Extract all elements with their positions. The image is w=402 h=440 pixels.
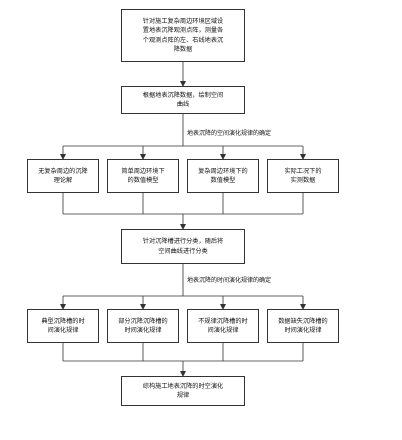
branch-complex-numerical-model: 复杂周边环境下的 数值模型 <box>187 159 259 193</box>
step-collect-data: 针对施工复杂周边环境区域设 置地表沉降观测点阵，测量各 个观测点阵的左、右线地表… <box>121 9 245 62</box>
step-draw-spatial-curve: 根据地表沉降数据，绘制空间 曲线 <box>121 86 245 114</box>
branch-theoretical-solution: 无复杂周边的沉降 理论解 <box>27 159 99 193</box>
class-typical-trough: 典型沉降槽的时 间演化规律 <box>27 309 99 343</box>
label-temporal-evolution: 地表沉降的时间演化规律的确定 <box>187 277 272 284</box>
branch-measured-data: 实际工况下的 实测数据 <box>267 159 339 193</box>
class-partial-trough: 部分沉降沉降槽的 时间演化规律 <box>107 309 179 343</box>
label-spatial-evolution: 地表沉降的空间演化规律的确定 <box>187 130 272 137</box>
step-final-spatiotemporal-law: 综构施工地表沉降的时空演化 规律 <box>121 376 245 406</box>
branch-simple-numerical-model: 简单周边环境下 的数值模型 <box>107 159 179 193</box>
class-irregular-trough: 不规律沉降槽的时 间演化规律 <box>187 309 259 343</box>
step-classify-trough: 针对沉降槽进行分类，随后将 空间曲线进行分类 <box>121 229 245 264</box>
class-missing-data-trough: 数据缺失沉降槽的 时间演化规律 <box>267 309 339 343</box>
